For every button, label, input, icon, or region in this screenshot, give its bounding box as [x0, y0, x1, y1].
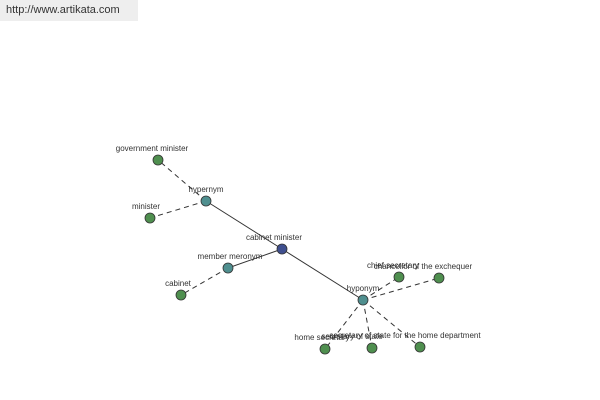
node-label-member-meronym: member meronym: [198, 252, 263, 261]
graph-edges: [149, 159, 440, 350]
node-label-cabinet-minister: cabinet minister: [246, 233, 302, 242]
node-label-secretary-of-state: secretary of state: [321, 332, 383, 341]
edge-hyponym-to-chief-secretary: [362, 276, 400, 301]
node-secretary-of-state-for-the-home-department[interactable]: [414, 341, 426, 353]
node-cabinet-minister[interactable]: [276, 243, 288, 255]
node-label-secretary-of-state-for-the-home-department: secretary of state for the home departme…: [329, 331, 481, 340]
node-label-chancellor-of-the-exchequer: chancellor of the exchequer: [374, 262, 473, 271]
node-minister[interactable]: [144, 212, 156, 224]
node-government-minister[interactable]: [152, 154, 164, 166]
node-label-hyponym: hyponym: [347, 284, 380, 293]
node-label-government-minister: government minister: [116, 144, 189, 153]
node-hypernym[interactable]: [200, 195, 212, 207]
edge-hyponym-to-secretary-of-state: [362, 299, 373, 349]
node-hyponym[interactable]: [357, 294, 369, 306]
edge-cabinet-minister-to-hypernym: [205, 200, 283, 250]
node-label-hypernym: hypernym: [188, 185, 223, 194]
node-label-home-secretary: home secretary: [294, 333, 349, 342]
node-secretary-of-state[interactable]: [366, 342, 378, 354]
node-home-secretary[interactable]: [319, 343, 331, 355]
edge-cabinet-minister-to-hyponym: [281, 248, 364, 301]
node-chancellor-of-the-exchequer[interactable]: [433, 272, 445, 284]
edge-hyponym-to-home-secretary: [324, 299, 364, 350]
edge-member-meronym-to-cabinet: [180, 267, 229, 296]
edge-hyponym-to-chancellor-of-the-exchequer: [362, 277, 440, 301]
graph-labels: cabinet minister hypernym member meronym hy…: [116, 144, 482, 342]
node-label-minister: minister: [132, 202, 160, 211]
edge-cabinet-minister-to-member-meronym: [227, 248, 283, 269]
node-label-chief-secretary: chief secretary: [367, 261, 419, 270]
url-link[interactable]: http://www.artikata.com: [0, 0, 138, 21]
edge-hyponym-to-secretary-of-state-for-the-home-department: [362, 299, 421, 348]
node-chief-secretary[interactable]: [393, 271, 405, 283]
node-cabinet[interactable]: [175, 289, 187, 301]
edge-hypernym-to-minister: [149, 200, 207, 219]
edge-hypernym-to-government-minister: [157, 159, 207, 202]
node-member-meronym[interactable]: [222, 262, 234, 274]
graph-nodes: [144, 154, 445, 355]
node-label-cabinet: cabinet: [165, 279, 192, 288]
